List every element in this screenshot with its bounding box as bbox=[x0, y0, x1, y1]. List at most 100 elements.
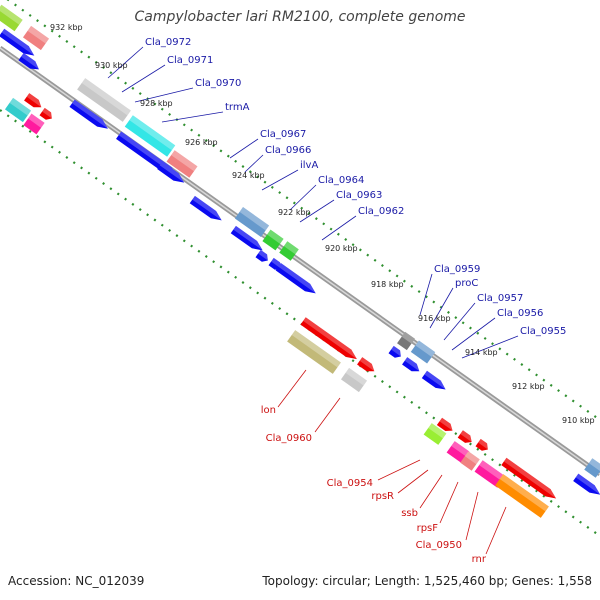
gene-arrow bbox=[475, 438, 488, 451]
leader-line bbox=[134, 87, 194, 103]
map-title: Campylobacter lari RM2100, complete geno… bbox=[134, 9, 466, 25]
feature-block bbox=[23, 113, 45, 135]
feature-block bbox=[0, 4, 23, 32]
gene-label-forward: Cla_0959 bbox=[434, 264, 480, 275]
gene-label-forward: Cla_0967 bbox=[260, 129, 306, 140]
tick-label: 922 kbp bbox=[278, 208, 311, 217]
leader-line bbox=[161, 111, 224, 123]
leader-line bbox=[229, 138, 259, 159]
gene-arrow bbox=[573, 473, 600, 495]
gene-label-reverse: lon bbox=[261, 405, 276, 416]
leader-line bbox=[443, 302, 476, 341]
gene-arrow bbox=[436, 417, 453, 432]
gene-label-reverse: Cla_0954 bbox=[327, 478, 373, 489]
gene-arrow bbox=[275, 263, 316, 294]
gene-label-forward: proC bbox=[455, 278, 478, 289]
gene-label-reverse: rpsR bbox=[371, 491, 394, 502]
gene-arrow bbox=[39, 107, 52, 120]
genome-info-text: Topology: circular; Length: 1,525,460 bp… bbox=[262, 574, 592, 588]
leader-line bbox=[419, 273, 433, 316]
tick-label: 930 kbp bbox=[95, 61, 128, 70]
label-leaders bbox=[107, 46, 519, 555]
gene-arrow bbox=[189, 195, 222, 221]
forward-tick-track bbox=[6, 0, 600, 421]
gene-arrow bbox=[18, 52, 39, 70]
gene-arrow bbox=[230, 225, 263, 251]
feature-block bbox=[279, 241, 299, 261]
gene-label-forward: Cla_0964 bbox=[318, 175, 364, 186]
feature-block bbox=[287, 330, 341, 374]
gene-label-forward: Cla_0966 bbox=[265, 145, 311, 156]
tick-label: 920 kbp bbox=[325, 244, 358, 253]
gene-label-forward: Cla_0962 bbox=[358, 206, 404, 217]
gene-label-reverse: rpsF bbox=[417, 523, 439, 534]
gene-arrow bbox=[255, 249, 268, 262]
tick-label: 924 kbp bbox=[232, 171, 265, 180]
feature-block bbox=[474, 460, 506, 488]
gene-arrow bbox=[268, 257, 281, 270]
gene-label-reverse: rnr bbox=[472, 554, 487, 565]
feature-block bbox=[495, 474, 549, 518]
leader-line bbox=[261, 169, 299, 191]
feature-block bbox=[262, 229, 284, 251]
gene-arrow bbox=[24, 93, 42, 108]
feature-block bbox=[340, 367, 368, 393]
gene-arrow bbox=[421, 370, 446, 390]
tick-label-layer: 932 kbp 930 kbp 928 kbp 926 kbp 924 kbp 922 k… bbox=[50, 23, 595, 425]
gene-label-forward: Cla_0971 bbox=[167, 55, 213, 66]
leader-line bbox=[461, 335, 519, 359]
gene-label-forward: Cla_0957 bbox=[477, 293, 523, 304]
leader-line bbox=[289, 184, 317, 211]
tick-label: 918 kbp bbox=[371, 280, 404, 289]
tick-label: 914 kbp bbox=[465, 348, 498, 357]
feature-block bbox=[423, 423, 447, 445]
gene-label-forward: Cla_0956 bbox=[497, 308, 543, 319]
gene-arrow bbox=[501, 457, 557, 499]
gene-label-forward: Cla_0963 bbox=[336, 190, 382, 201]
gene-arrow bbox=[388, 345, 401, 358]
gene-arrow bbox=[457, 430, 472, 443]
tick-label: 928 kbp bbox=[140, 99, 173, 108]
gene-label-forward: Cla_0972 bbox=[145, 37, 191, 48]
gene-label-forward: ilvA bbox=[300, 160, 318, 171]
leader-line bbox=[107, 46, 144, 79]
gene-arrow bbox=[69, 99, 108, 129]
feature-block bbox=[584, 458, 600, 478]
gene-arrow bbox=[300, 317, 357, 360]
gene-label-reverse: Cla_0960 bbox=[266, 433, 312, 444]
gene-label-reverse: ssb bbox=[401, 508, 418, 519]
gene-label-forward: Cla_0970 bbox=[195, 78, 241, 89]
tick-label: 926 kbp bbox=[185, 138, 218, 147]
feature-block bbox=[22, 25, 50, 51]
leader-line bbox=[277, 369, 307, 408]
leader-line bbox=[244, 154, 264, 173]
gene-arrow bbox=[157, 161, 185, 183]
feature-block bbox=[460, 451, 480, 471]
tick-label: 912 kbp bbox=[512, 382, 545, 391]
leader-line bbox=[485, 506, 507, 555]
feature-block bbox=[77, 78, 131, 122]
feature-block bbox=[397, 331, 415, 351]
feature-block bbox=[124, 115, 176, 157]
feature-block bbox=[166, 150, 198, 178]
reverse-tick-track bbox=[0, 109, 600, 537]
gene-label-forward: Cla_0955 bbox=[520, 326, 566, 337]
tick-label: 916 kbp bbox=[418, 314, 451, 323]
leader-line bbox=[419, 474, 443, 509]
gene-label-reverse: Cla_0950 bbox=[416, 540, 462, 551]
gene-arrow bbox=[402, 357, 420, 372]
tick-label: 932 kbp bbox=[50, 23, 83, 32]
leader-line bbox=[121, 64, 166, 93]
leader-line bbox=[321, 215, 357, 241]
feature-block bbox=[446, 441, 470, 463]
feature-block bbox=[234, 207, 270, 237]
leader-line bbox=[439, 481, 459, 524]
tick-label: 910 kbp bbox=[562, 416, 595, 425]
gene-arrow bbox=[0, 28, 35, 56]
leader-line bbox=[299, 199, 335, 223]
gene-arrow bbox=[357, 357, 375, 372]
gene-label-forward: trmA bbox=[225, 102, 250, 113]
feature-block bbox=[4, 97, 32, 123]
